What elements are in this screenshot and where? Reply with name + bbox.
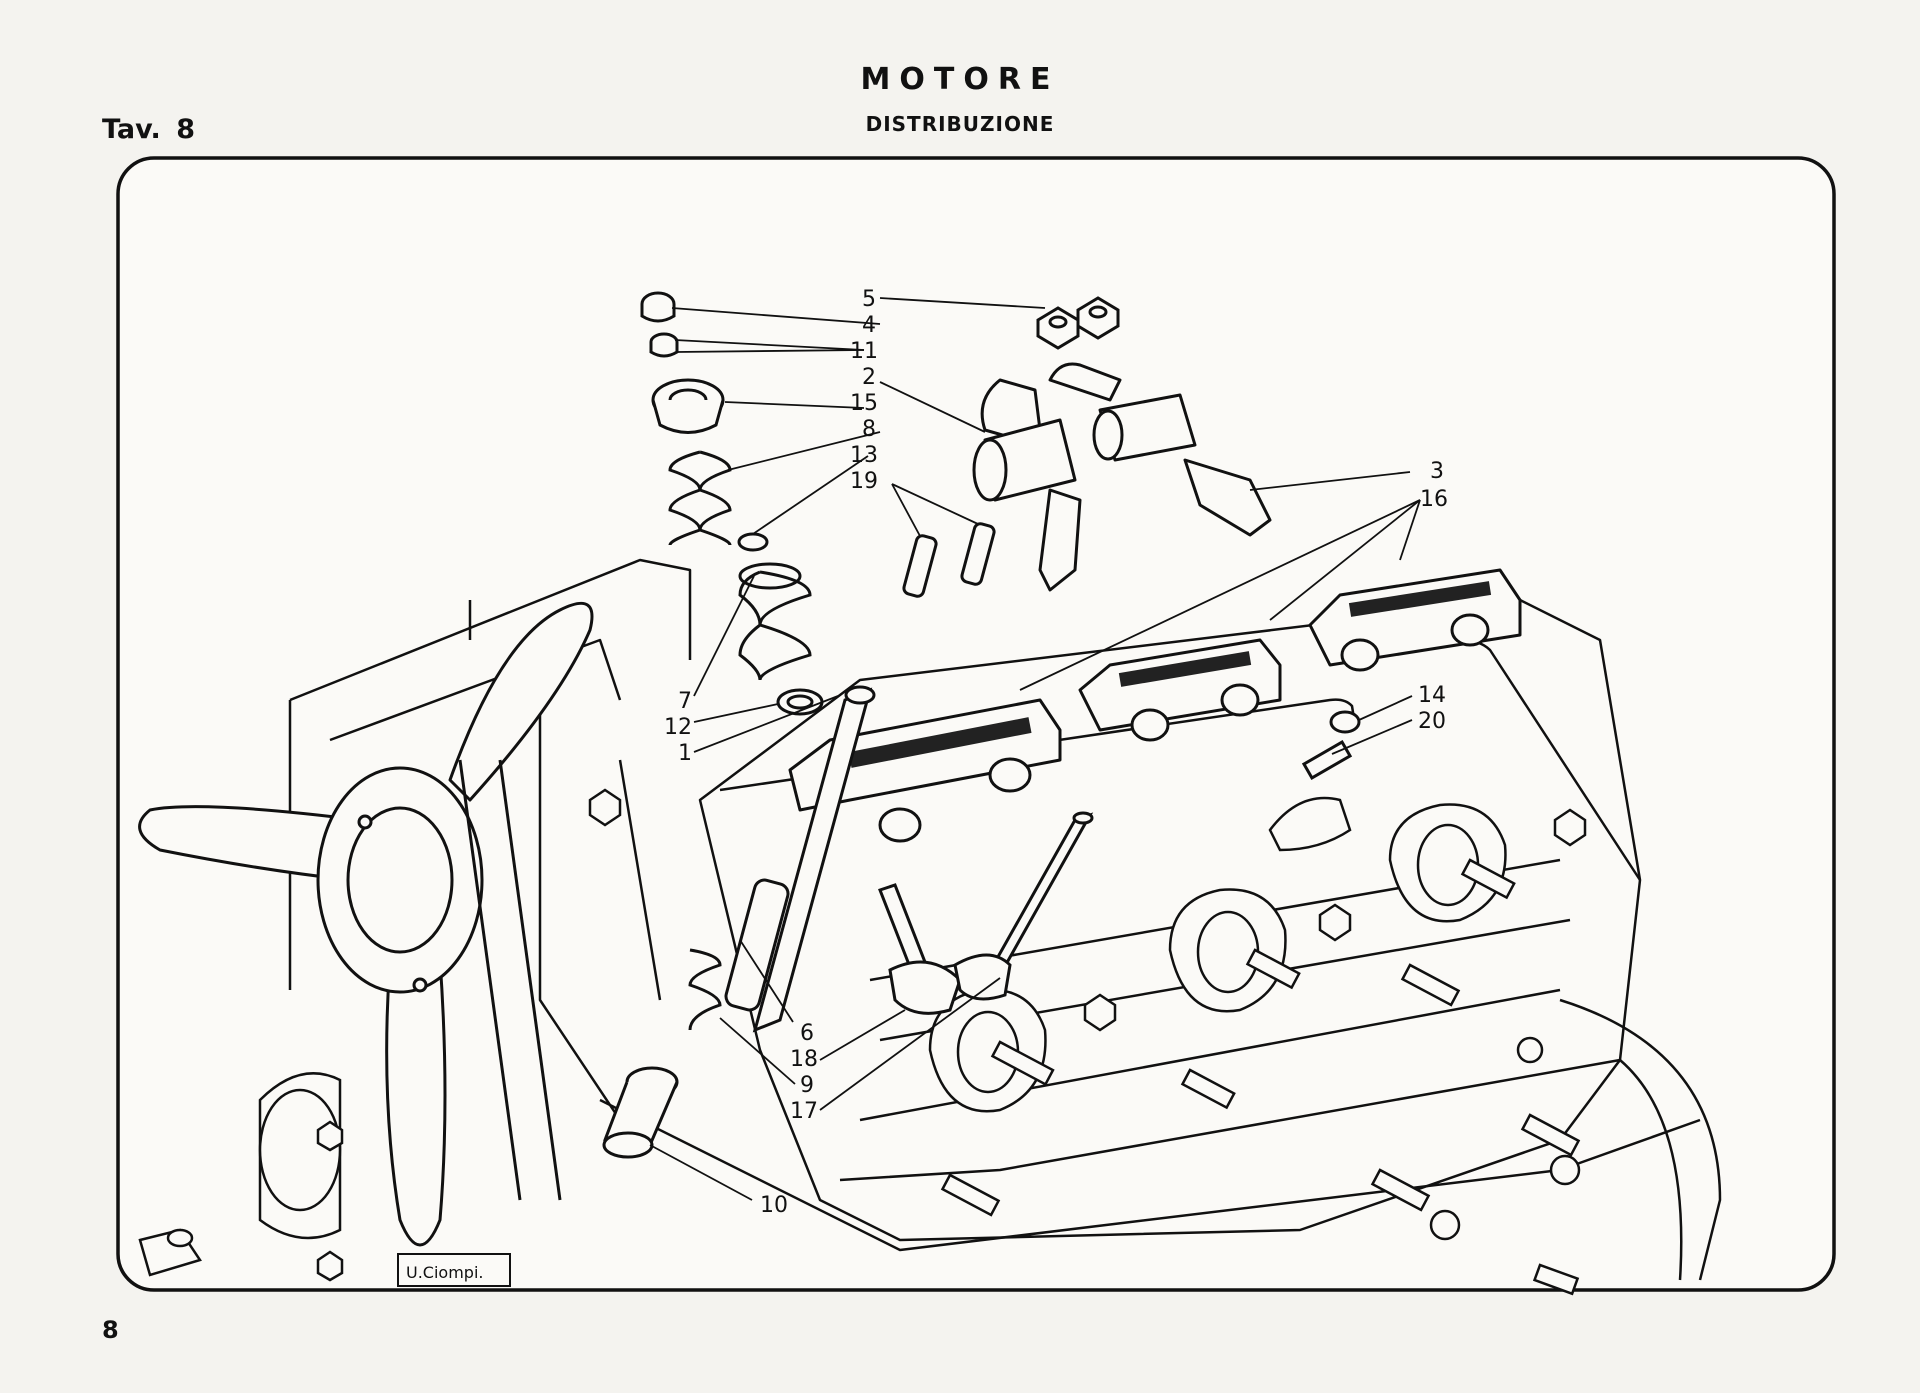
callout-10: 10: [760, 1193, 788, 1218]
rocker-arms: [972, 362, 1272, 592]
callout-3: 3: [1430, 459, 1444, 484]
rocker-supports: [788, 568, 1522, 843]
callout-8: 8: [862, 417, 876, 442]
head-nuts: [588, 788, 1587, 1241]
callout-2: 2: [862, 365, 876, 390]
callout-7: 7: [678, 689, 692, 714]
callout-4: 4: [862, 313, 876, 338]
callout-19: 19: [850, 469, 878, 494]
callout-15: 15: [850, 391, 878, 416]
callout-6: 6: [800, 1021, 814, 1046]
adjusting-screws: [902, 522, 996, 598]
pushrod-assembly: [688, 685, 876, 1033]
page-title: MOTORE: [860, 62, 1060, 97]
callout-17: 17: [790, 1099, 818, 1124]
callout-12: 12: [664, 715, 692, 740]
signature-text: U.Ciompi.: [406, 1263, 483, 1282]
callout-labels: 5 4 11 2 15 8 13 19 3 16 7 12 1 14 20 6 …: [664, 287, 1448, 1218]
callout-16: 16: [1420, 487, 1448, 512]
cooling-fan: [138, 601, 594, 1247]
valve-spring-assembly: [640, 291, 824, 716]
nuts-part-5: [1036, 296, 1120, 350]
valves: [878, 811, 1094, 1015]
callout-9: 9: [800, 1073, 814, 1098]
dynamo: [138, 1072, 344, 1282]
callout-13: 13: [850, 443, 878, 468]
plate-number: Tav. 8: [102, 114, 195, 145]
callout-11: 11: [850, 339, 878, 364]
callout-1: 1: [678, 741, 692, 766]
callout-20: 20: [1418, 709, 1446, 734]
callout-5: 5: [862, 287, 876, 312]
callout-18: 18: [790, 1047, 818, 1072]
tappet-part-10: [602, 1066, 679, 1159]
callout-14: 14: [1418, 683, 1446, 708]
page-number: 8: [102, 1316, 119, 1344]
leader-lines: [649, 297, 1421, 1201]
head-studs: [940, 858, 1581, 1296]
artist-signature: U.Ciompi.: [397, 1253, 511, 1287]
intake-ports: [928, 796, 1507, 1113]
page-subtitle: DISTRIBUZIONE: [865, 112, 1055, 136]
